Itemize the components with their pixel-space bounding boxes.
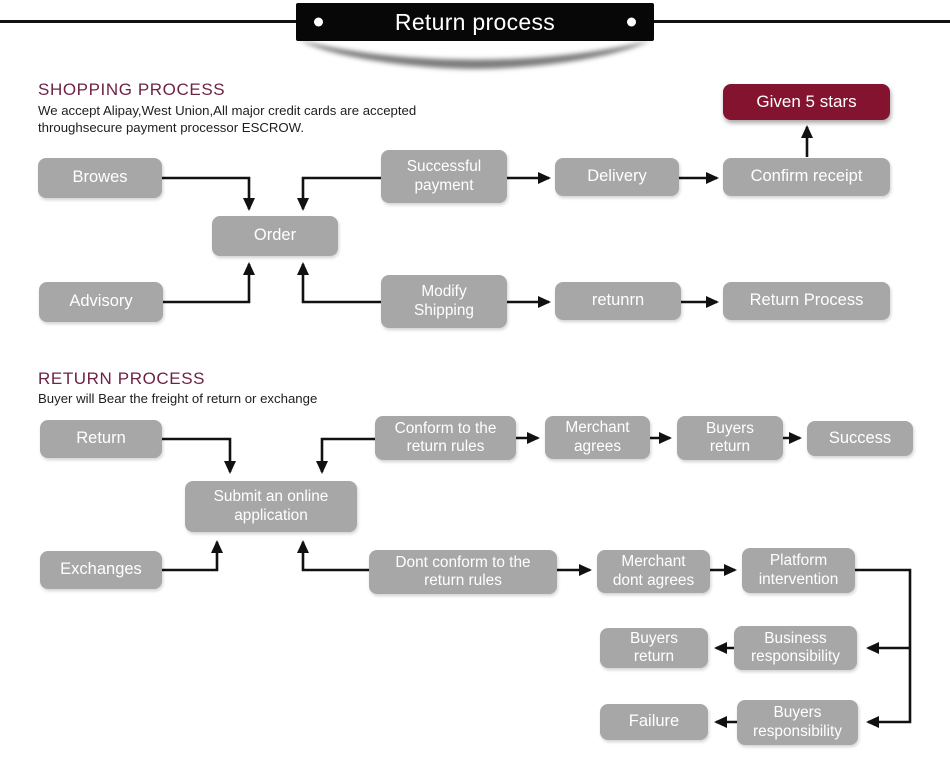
edge-exchanges-submit-application	[162, 540, 223, 572]
edge-browes-order	[162, 176, 255, 211]
node-success: Success	[807, 421, 913, 456]
banner-shadow	[299, 40, 651, 69]
node-merchant-agrees: Merchant agrees	[545, 416, 650, 459]
edge-advisory-order	[163, 262, 255, 304]
shopping-process-description-line1: We accept Alipay,West Union,All major cr…	[38, 103, 417, 118]
edge-dont-conform-submit-application	[297, 540, 369, 572]
node-business-responsibility: Business responsibility	[734, 626, 857, 670]
page-title: Return process	[394, 8, 556, 35]
return-process-description: Buyer will Bear the freight of return or…	[38, 391, 318, 406]
edge-conform-rules-submit-application	[316, 437, 375, 474]
node-return-process: Return Process	[723, 282, 890, 320]
node-submit-application: Submit an online application	[185, 481, 357, 532]
node-advisory: Advisory	[39, 282, 163, 322]
node-buyers-responsibility: Buyers responsibility	[737, 700, 858, 745]
shopping-process-description-line2: throughsecure payment processor ESCROW.	[38, 120, 305, 135]
node-dont-conform-rules: Dont conform to the return rules	[369, 550, 557, 594]
node-failure: Failure	[600, 704, 708, 740]
edge-return-submit-application	[162, 437, 236, 474]
node-conform-rules: Conform to the return rules	[375, 416, 516, 460]
node-modify-shipping: Modify Shipping	[381, 275, 507, 328]
node-buyers-return-top: Buyers return	[677, 416, 783, 460]
node-given-5-stars: Given 5 stars	[723, 84, 890, 120]
title-banner: Return process	[296, 3, 654, 41]
return-process-heading: RETURN PROCESS	[38, 369, 206, 388]
shopping-process-heading: SHOPPING PROCESS	[38, 80, 226, 99]
node-platform-intervention: Platform intervention	[742, 548, 855, 593]
node-confirm-receipt: Confirm receipt	[723, 158, 890, 196]
node-successful-payment: Successful payment	[381, 150, 507, 203]
node-retunrn: retunrn	[555, 282, 681, 320]
node-return: Return	[40, 420, 162, 458]
pin-dot-right-icon	[627, 17, 636, 27]
node-merchant-dont-agrees: Merchant dont agrees	[597, 550, 710, 593]
node-exchanges: Exchanges	[40, 551, 162, 589]
node-order: Order	[212, 216, 338, 256]
edge-successful-payment-order	[297, 176, 381, 211]
node-browes: Browes	[38, 158, 162, 198]
node-buyers-return-bottom: Buyers return	[600, 628, 708, 668]
pin-dot-left-icon	[314, 17, 323, 27]
edge-platform-buyers-responsibility	[855, 568, 912, 728]
node-delivery: Delivery	[555, 158, 679, 196]
edge-modify-shipping-order	[297, 262, 381, 304]
